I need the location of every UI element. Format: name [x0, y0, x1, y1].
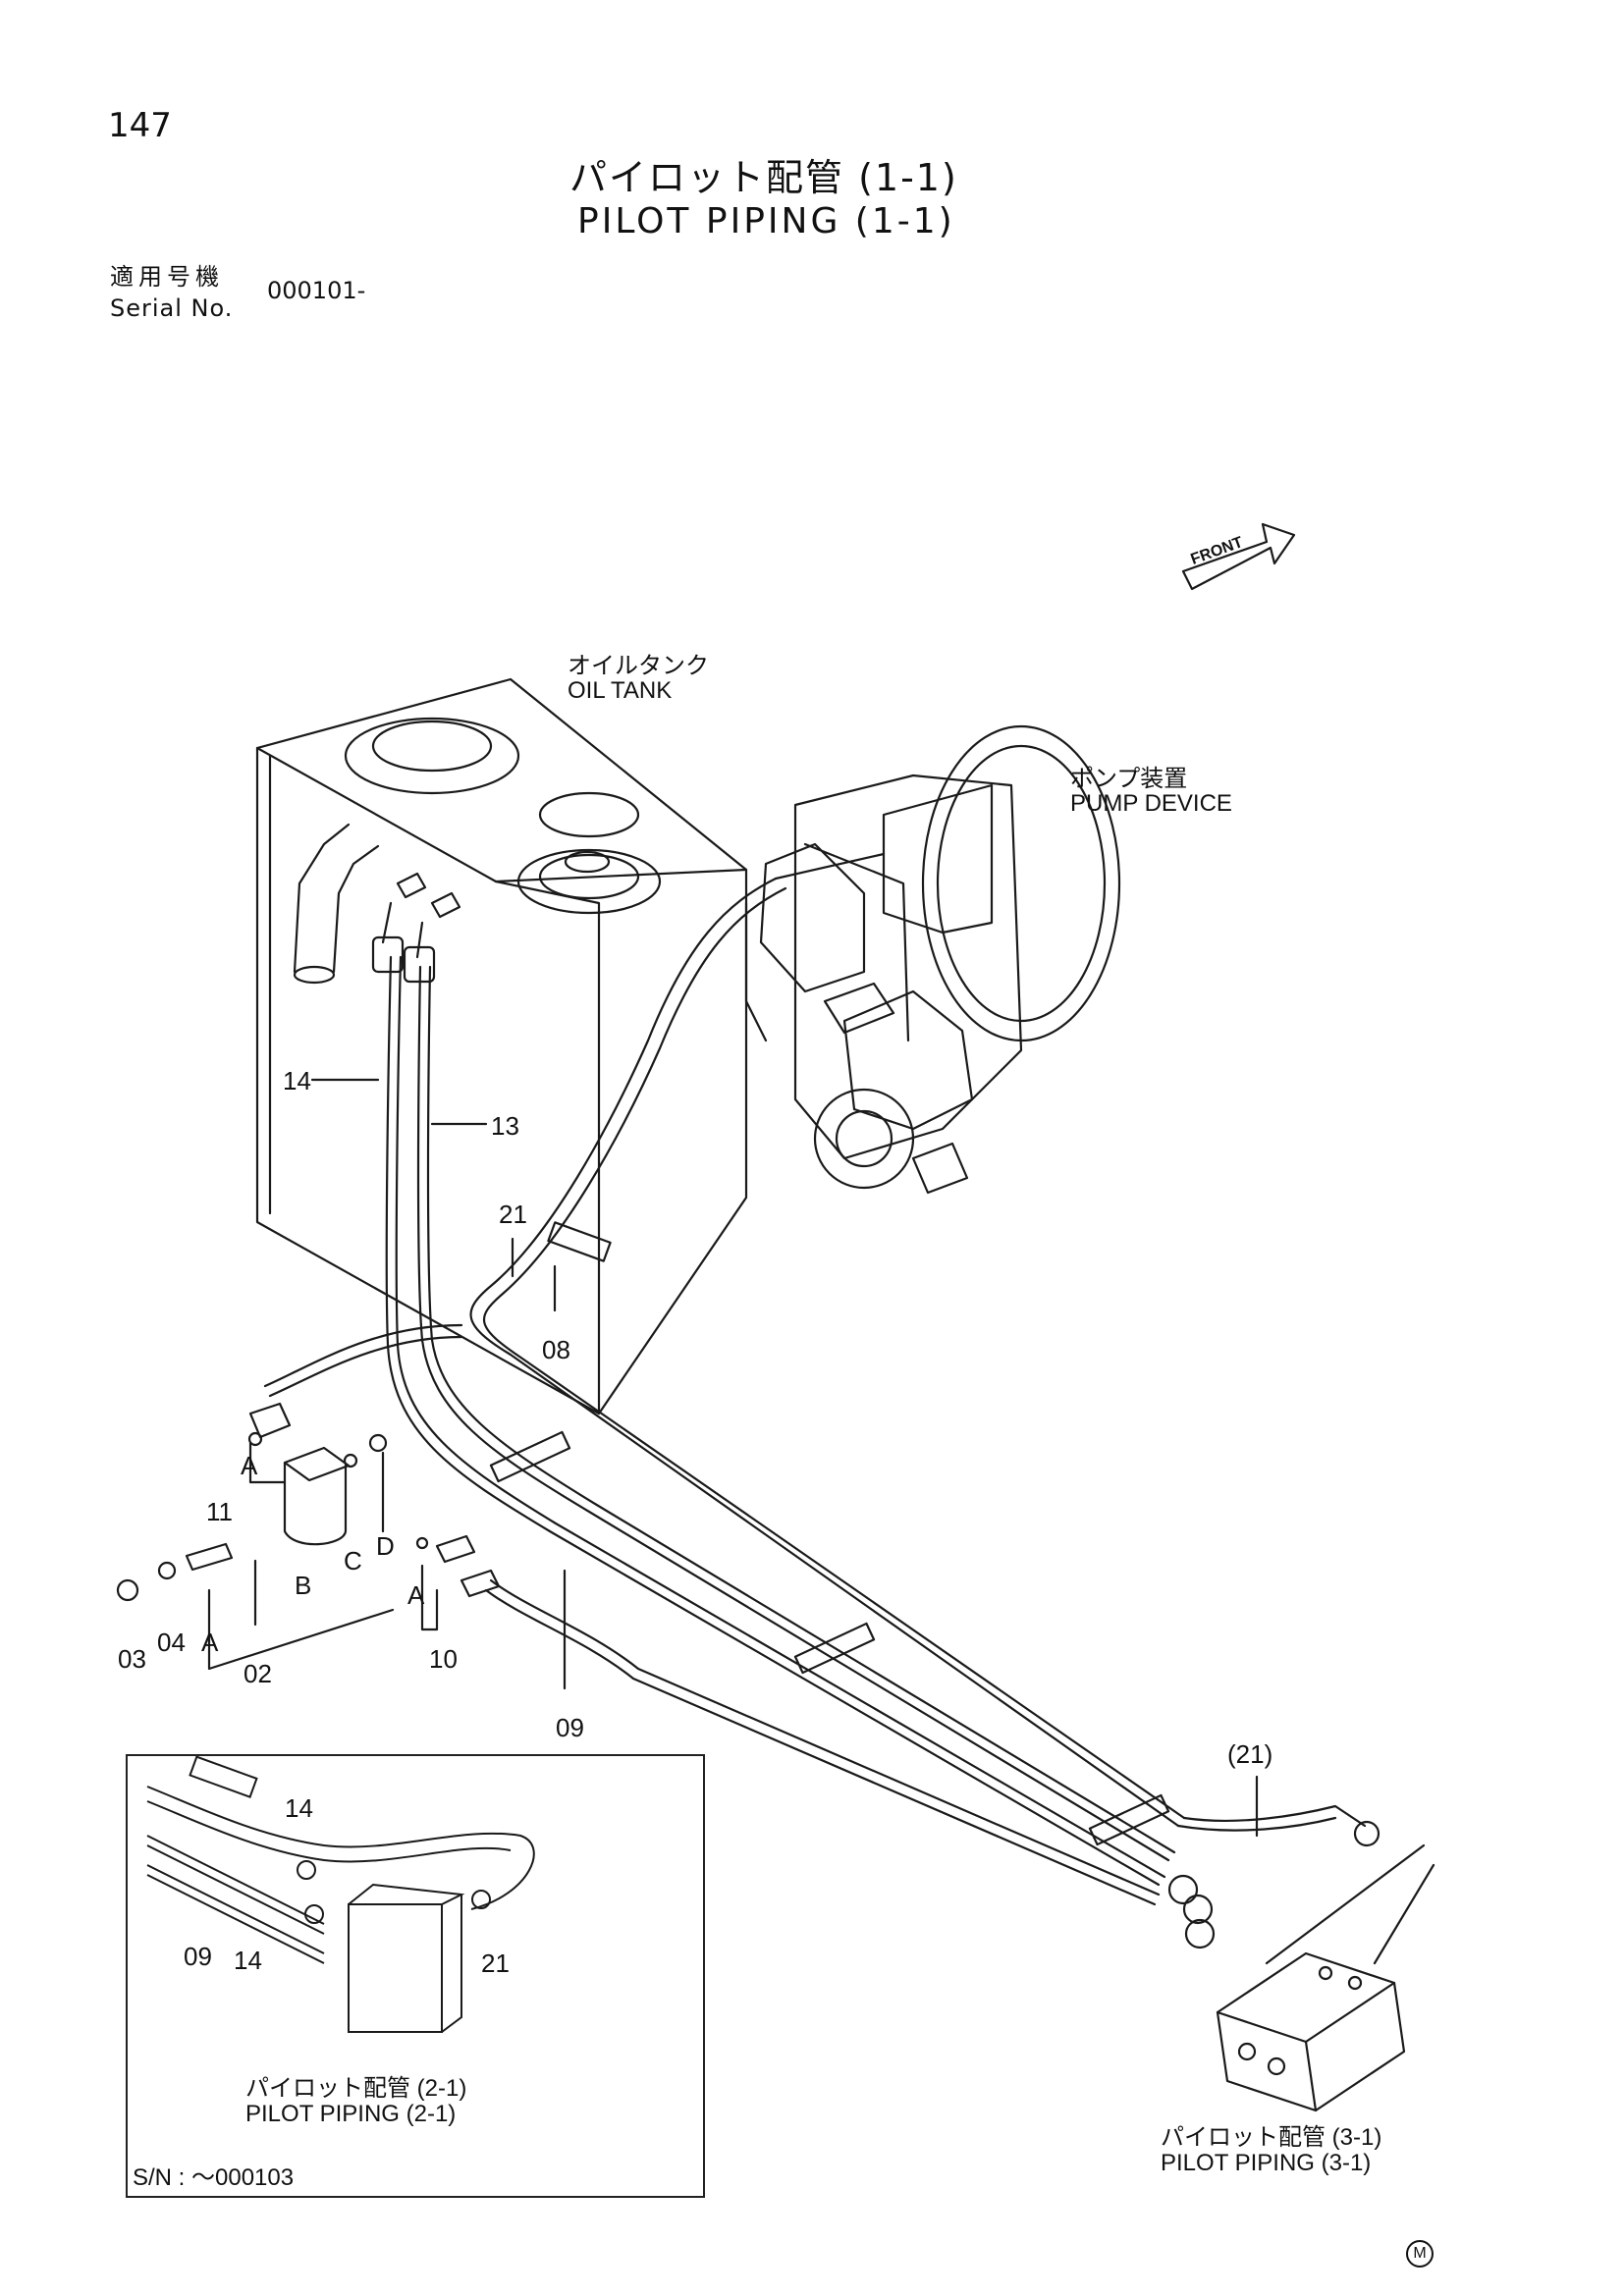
callout-21: 21 [499, 1200, 527, 1229]
pump-device-drawing [744, 724, 1121, 1195]
connection-letter-a: A [201, 1628, 219, 1657]
callout-10: 10 [429, 1644, 458, 1674]
callout-03: 03 [118, 1644, 146, 1674]
manufacturer-mark: M [1406, 2240, 1434, 2268]
serial-label: Serial No. [110, 294, 234, 322]
inset-callout-21: 21 [481, 1949, 510, 1978]
front-arrow-icon [1181, 522, 1296, 591]
serial-label-japanese: 適用号機 [110, 263, 224, 291]
inset-drawing [146, 1755, 535, 2033]
inset-reference-label-japanese: パイロット配管 (2-1) [245, 2075, 467, 2102]
oil-tank-drawing [255, 677, 748, 1415]
callout-08: 08 [542, 1335, 570, 1364]
connection-letter-d: D [376, 1531, 395, 1561]
inset-callout-14: 14 [285, 1793, 313, 1823]
callout-14: 14 [283, 1066, 311, 1095]
pump-pilot-hose [469, 852, 1367, 1832]
page-title-japanese: パイロット配管 (1-1) [569, 156, 958, 199]
connection-letter-a: A [241, 1451, 258, 1480]
callout-11: 11 [206, 1497, 233, 1526]
control-valve-drawing [1216, 1843, 1435, 2112]
callout-21-ref: (21) [1227, 1739, 1273, 1769]
connection-letter-c: C [344, 1546, 362, 1575]
callout-04: 04 [157, 1628, 186, 1657]
connection-letter-a: A [407, 1580, 425, 1610]
page-title: PILOT PIPING (1-1) [577, 201, 955, 241]
filter-assembly [116, 1402, 501, 1671]
oil-tank-label-japanese: オイルタンク [568, 653, 709, 679]
pump-device-label: PUMP DEVICE [1070, 790, 1232, 817]
callout-09: 09 [556, 1713, 584, 1742]
serial-value: 000101- [267, 277, 366, 304]
inset-callout-09: 09 [184, 1942, 212, 1971]
callout-02: 02 [244, 1659, 272, 1688]
pilot-piping-3-1-label: PILOT PIPING (3-1) [1161, 2150, 1372, 2176]
inset-panel [126, 1754, 705, 2198]
inset-callout-14: 14 [234, 1946, 262, 1975]
oil-tank-label: OIL TANK [568, 677, 673, 704]
pump-device-label-japanese: ポンプ装置 [1070, 766, 1188, 792]
inset-serial-range: S/N : ～000103 [133, 2164, 295, 2191]
page-number: 147 [108, 106, 172, 145]
callout-13: 13 [491, 1111, 519, 1141]
connection-letter-b: B [295, 1571, 312, 1600]
inset-reference-label: PILOT PIPING (2-1) [245, 2101, 457, 2127]
pilot-piping-3-1-label-japanese: パイロット配管 (3-1) [1161, 2124, 1382, 2151]
hoses-14-13 [371, 935, 1176, 1887]
hose-09 [263, 1323, 1161, 1906]
